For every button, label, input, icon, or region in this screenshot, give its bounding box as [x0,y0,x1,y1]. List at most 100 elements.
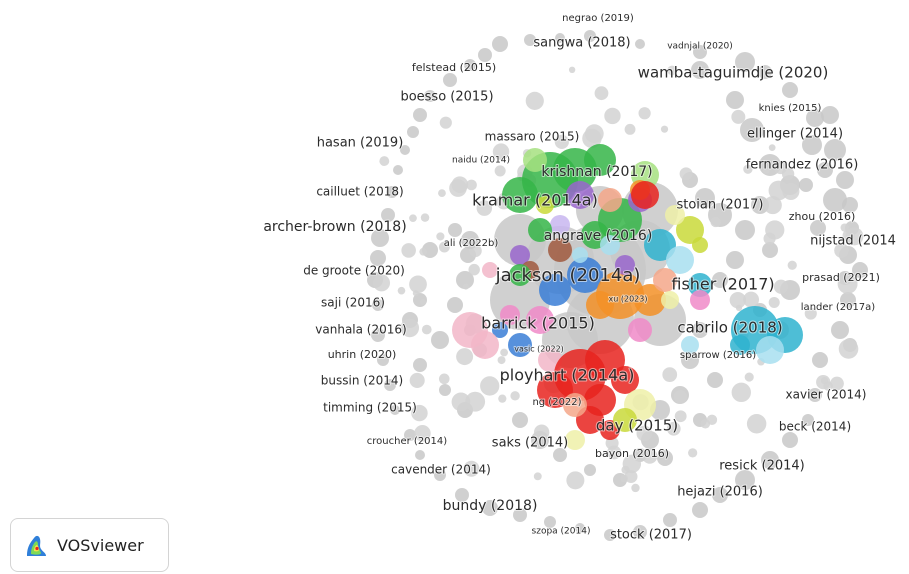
gray-node[interactable] [390,405,400,415]
node-label[interactable]: stock (2017) [609,527,693,544]
node-label[interactable]: knies (2015) [758,102,823,115]
gray-node[interactable] [443,73,457,87]
cluster-node[interactable] [510,245,530,265]
gray-node[interactable] [533,472,542,481]
gray-node[interactable] [373,274,391,292]
gray-node[interactable] [464,59,476,71]
gray-node[interactable] [633,525,647,539]
gray-node[interactable] [512,412,528,428]
gray-node[interactable] [478,48,492,62]
gray-node[interactable] [726,251,744,269]
cluster-node[interactable] [665,205,685,225]
gray-node[interactable] [448,223,462,237]
gray-node[interactable] [584,124,604,143]
gray-node[interactable] [384,379,396,391]
gray-node[interactable] [735,52,755,72]
gray-node[interactable] [401,243,416,258]
gray-node[interactable] [692,502,708,518]
node-label[interactable]: negrao (2019) [561,12,635,25]
gray-node[interactable] [622,454,642,474]
gray-node[interactable] [438,373,450,385]
gray-node[interactable] [494,165,506,177]
node-label[interactable]: wamba-taguimdje (2020) [637,63,830,83]
gray-node[interactable] [381,208,395,222]
gray-node[interactable] [409,214,417,223]
node-label[interactable]: timming (2015) [322,400,418,416]
gray-node[interactable] [782,82,798,98]
node-label[interactable]: saji (2016) [320,295,386,311]
cluster-node[interactable] [526,306,554,334]
gray-node[interactable] [660,125,669,133]
gray-node[interactable] [553,448,567,462]
cluster-node[interactable] [611,366,639,394]
node-label[interactable]: naidu (2014) [451,155,511,167]
cluster-node[interactable] [756,336,784,364]
gray-node[interactable] [744,372,754,382]
gray-node[interactable] [731,109,746,124]
gray-node[interactable] [693,45,707,59]
gray-node[interactable] [762,242,778,258]
gray-node[interactable] [836,171,854,189]
gray-node[interactable] [667,65,677,76]
gray-node[interactable] [710,216,721,228]
gray-node[interactable] [482,500,498,516]
node-label[interactable]: zhou (2016) [788,209,857,224]
node-label[interactable]: xavier (2014) [785,387,868,403]
node-label[interactable]: cabrilo (2018) [676,318,783,338]
node-label[interactable]: ali (2022b) [443,237,500,250]
gray-node[interactable] [400,318,420,338]
gray-node[interactable] [554,134,569,149]
cluster-node[interactable] [461,231,479,249]
gray-node[interactable] [409,372,425,388]
gray-node[interactable] [663,513,677,527]
cluster-node[interactable] [692,237,708,253]
gray-node[interactable] [830,376,844,391]
cluster-node[interactable] [536,196,554,214]
gray-node[interactable] [386,186,398,198]
gray-node[interactable] [607,445,622,460]
gray-node[interactable] [657,450,673,466]
gray-node[interactable] [379,156,390,167]
gray-node[interactable] [746,414,767,434]
node-label[interactable]: lander (2017a) [800,301,877,314]
gray-node[interactable] [692,322,708,338]
gray-node[interactable] [638,107,651,120]
gray-node[interactable] [525,91,544,110]
node-label[interactable]: kramar (2014a) [471,190,599,211]
gray-node[interactable] [695,188,715,208]
gray-node[interactable] [438,189,446,197]
cluster-node[interactable] [690,290,710,310]
gray-node[interactable] [729,291,747,309]
node-label[interactable]: ployhart (2014a) [499,365,636,386]
cluster-node[interactable] [666,246,694,274]
gray-node[interactable] [400,145,410,155]
gray-node[interactable] [740,118,764,142]
cluster-node[interactable] [548,238,572,262]
gray-node[interactable] [604,529,616,541]
node-label[interactable]: bayon (2016) [594,446,670,461]
gray-node[interactable] [765,220,785,240]
cluster-node[interactable] [550,215,570,235]
gray-node[interactable] [817,162,833,178]
node-label[interactable]: stoian (2017) [675,197,764,214]
gray-node[interactable] [415,450,425,460]
cluster-node[interactable] [631,181,659,209]
gray-node[interactable] [706,414,718,425]
node-label[interactable]: angrave (2016) [543,227,654,245]
gray-node[interactable] [804,307,817,320]
cluster-node[interactable] [567,257,603,293]
gray-node[interactable] [806,109,824,127]
gray-node[interactable] [407,126,419,138]
gray-node[interactable] [838,339,859,359]
cluster-node[interactable] [628,318,652,342]
gray-node[interactable] [372,299,384,311]
cluster-node[interactable] [502,177,538,213]
node-label[interactable]: massaro (2015) [484,129,581,145]
gray-node[interactable] [761,451,779,469]
gray-node[interactable] [666,421,681,436]
gray-node[interactable] [831,321,849,339]
gray-node[interactable] [584,464,596,476]
cluster-node[interactable] [598,188,622,212]
